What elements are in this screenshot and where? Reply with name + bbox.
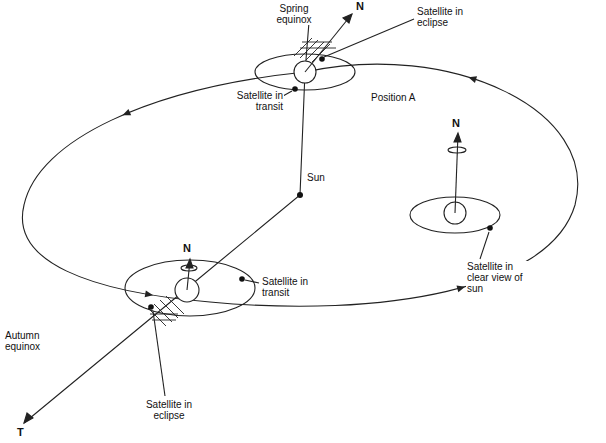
callout-label: Satellite in transit: [261, 276, 327, 298]
satellite-dot: [487, 225, 493, 231]
satellite-dot: [239, 276, 245, 282]
axis-spin: [448, 147, 466, 153]
callout-label: Satellite in eclipse: [136, 399, 202, 421]
earth-axis: [455, 134, 458, 213]
leader-line: [283, 91, 292, 96]
equinox-label: Spring equinox: [266, 3, 322, 25]
callout-label: Satellite in clear view of sun: [466, 261, 534, 294]
north-label: N: [182, 243, 192, 254]
equinox-symbol: T: [16, 427, 25, 438]
equinox-label: Autumn equinox: [4, 330, 64, 352]
arrow-head: [186, 259, 193, 268]
satellite-dot: [292, 86, 298, 92]
orbit-arrow: [468, 76, 477, 83]
leader-line: [480, 232, 489, 259]
satellite-dot: [319, 56, 325, 62]
shadow-hatching: [294, 38, 336, 62]
arrow-head: [24, 413, 33, 423]
orbit-arrow: [145, 290, 153, 297]
north-label: N: [451, 118, 461, 129]
orbit-arrow: [457, 285, 466, 292]
position-label: Position A: [370, 92, 416, 103]
leader-line: [245, 280, 259, 283]
callout-label: Satellite in transit: [218, 90, 284, 112]
satellite-dot: [148, 304, 154, 310]
leader-line: [324, 19, 414, 57]
callout-label: Satellite in eclipse: [416, 6, 478, 28]
sun-dot: [297, 192, 303, 198]
leader-line: [153, 311, 165, 396]
sun-label: Sun: [306, 172, 326, 183]
arrow-head: [454, 133, 461, 142]
satellite-orbit: [125, 260, 255, 316]
orbit-arrow: [122, 109, 131, 115]
north-label: N: [355, 1, 365, 12]
equinox-line: [24, 22, 309, 423]
arrow-head: [343, 14, 352, 23]
